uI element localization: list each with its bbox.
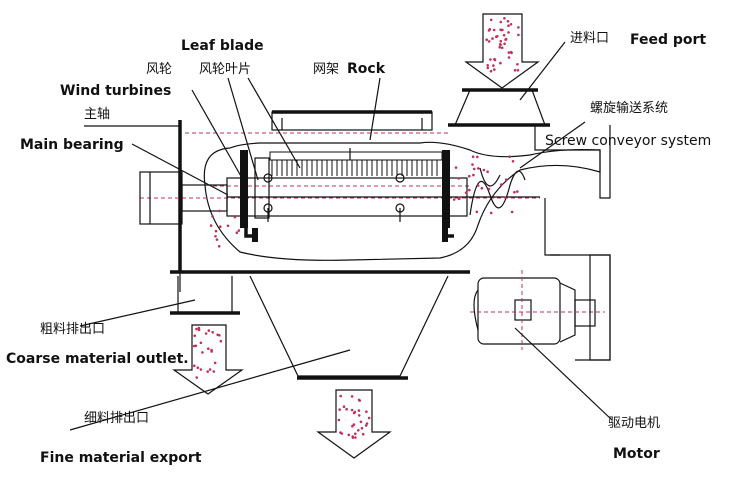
label-motor-cn: 驱动电机: [608, 416, 660, 431]
main-shaft: [139, 150, 468, 228]
label-coarse-cn: 粗料排出口: [40, 322, 105, 337]
label-wind-turbines-en: Wind turbines: [60, 83, 171, 99]
label-feed-port-en: Feed port: [630, 32, 706, 48]
leaf-blades: [269, 151, 443, 176]
label-rock-cn: 网架: [313, 62, 339, 77]
fine-outlet-arrow: [316, 389, 392, 459]
leader-lines: [69, 41, 613, 431]
shaft-bolts: [263, 148, 405, 222]
feed-arrow: [464, 13, 540, 89]
label-leaf-blade-en: Leaf blade: [181, 38, 264, 54]
label-main-bearing-en: Main bearing: [20, 137, 124, 153]
base-frame: [170, 270, 470, 380]
label-feed-port-cn: 进料口: [570, 31, 609, 46]
label-fine-cn: 细料排出口: [84, 411, 149, 426]
label-fan-wheel-cn: 风轮: [146, 62, 172, 77]
material-particles: [209, 155, 519, 248]
screw-spiral: [467, 167, 540, 216]
rock-cover: [271, 110, 433, 131]
label-main-shaft-cn: 主轴: [84, 107, 110, 122]
label-screw-en: Screw conveyor system: [545, 133, 711, 149]
label-coarse-en: Coarse material outlet.: [6, 351, 189, 367]
label-motor-en: Motor: [613, 446, 660, 462]
cylinder-supports: [244, 224, 454, 242]
feed-hopper: [448, 88, 550, 127]
label-screw-cn: 螺旋输送系统: [590, 100, 668, 116]
coarse-outlet: [170, 276, 244, 395]
sieve-cylinder: [140, 141, 601, 261]
label-rock-en: Rock: [347, 61, 386, 77]
label-fan-blade-cn: 风轮叶片: [199, 62, 251, 77]
drive-motor: [470, 254, 611, 361]
label-fine-en: Fine material export: [40, 450, 202, 466]
